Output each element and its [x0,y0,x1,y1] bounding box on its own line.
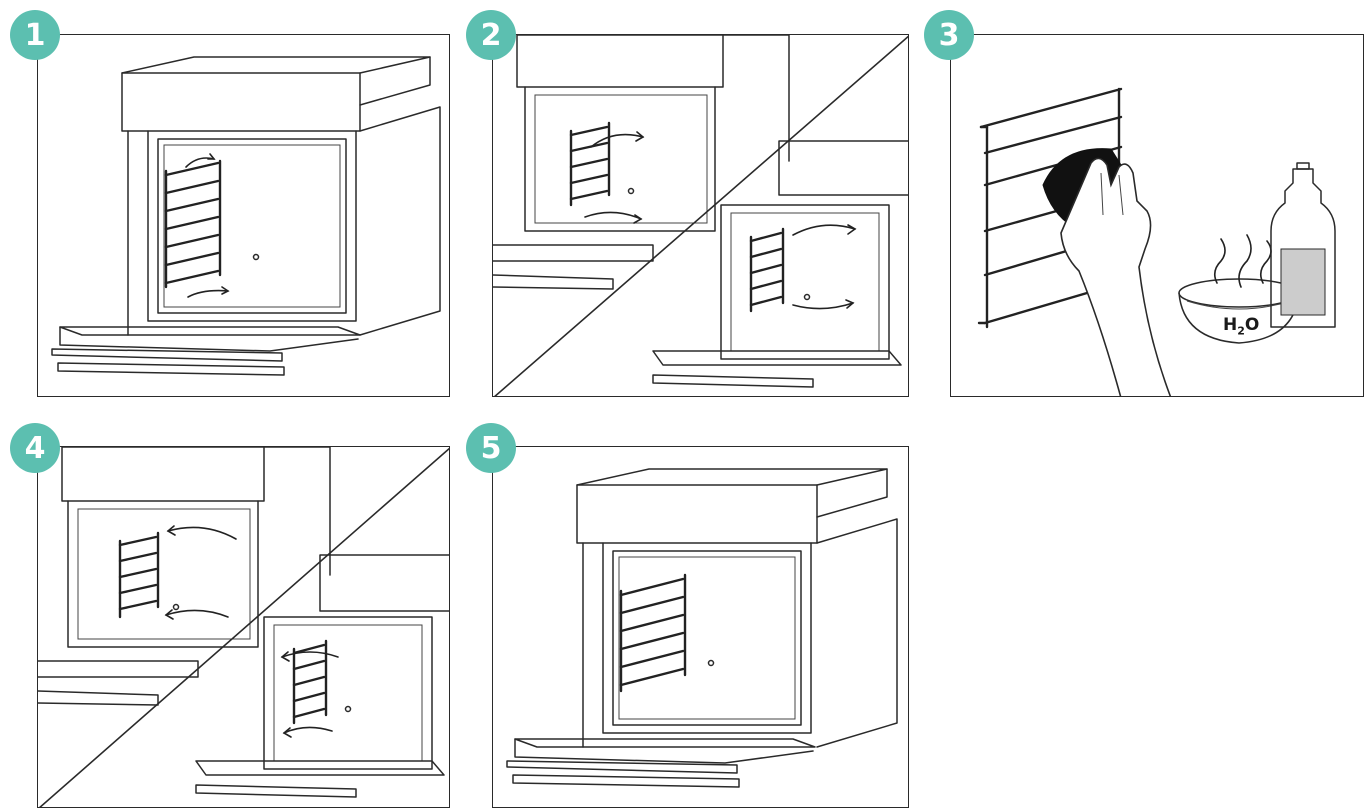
step-number-badge: 4 [10,423,60,473]
arrow-icon [167,526,237,540]
shelf-rack [118,531,160,619]
arrow-icon [283,726,333,734]
arrow-icon [281,651,339,658]
divider-line [39,447,449,807]
shelf-rack [164,159,222,289]
arrow-icon [792,302,854,310]
water-label: H2O [1223,315,1260,338]
arrow-icon [165,609,229,618]
oven-body-lower [195,554,449,798]
oven-door-open [506,738,816,788]
step-2-panel [492,34,909,397]
step-1-panel [37,34,450,397]
step-number-badge: 3 [924,10,974,60]
arrow-icon [590,133,644,148]
rack-cleaning-illustration [977,87,1336,396]
step-3-panel: H2O [950,34,1364,397]
oven-body-upper [38,447,331,706]
oven-body-lower [652,140,908,388]
shelf-rack [749,227,785,313]
hand-icon [1060,157,1172,396]
step-number-badge: 1 [10,10,60,60]
arrow-icon [584,211,642,220]
shelf-rack [619,573,687,693]
step-number-badge: 2 [466,10,516,60]
oven-reassembled-illustration [506,468,898,788]
oven-door-open [51,326,361,376]
step-5-panel [492,446,909,808]
oven-side-racks-removed-illustration [51,56,441,376]
arrow-icon [187,289,229,298]
oven-side-racks-detach-illustration [493,35,908,396]
arrow-icon [792,224,856,236]
divider-line [494,35,908,396]
step-number-badge: 5 [466,423,516,473]
oven-body-upper [493,35,790,290]
detergent-bottle-icon [1270,162,1336,328]
step-4-panel [37,446,450,808]
oven-body [121,56,441,336]
shelf-rack [292,639,328,725]
oven-side-racks-reattach-illustration [38,447,449,807]
shelf-rack [569,121,611,207]
oven-body [576,468,898,748]
